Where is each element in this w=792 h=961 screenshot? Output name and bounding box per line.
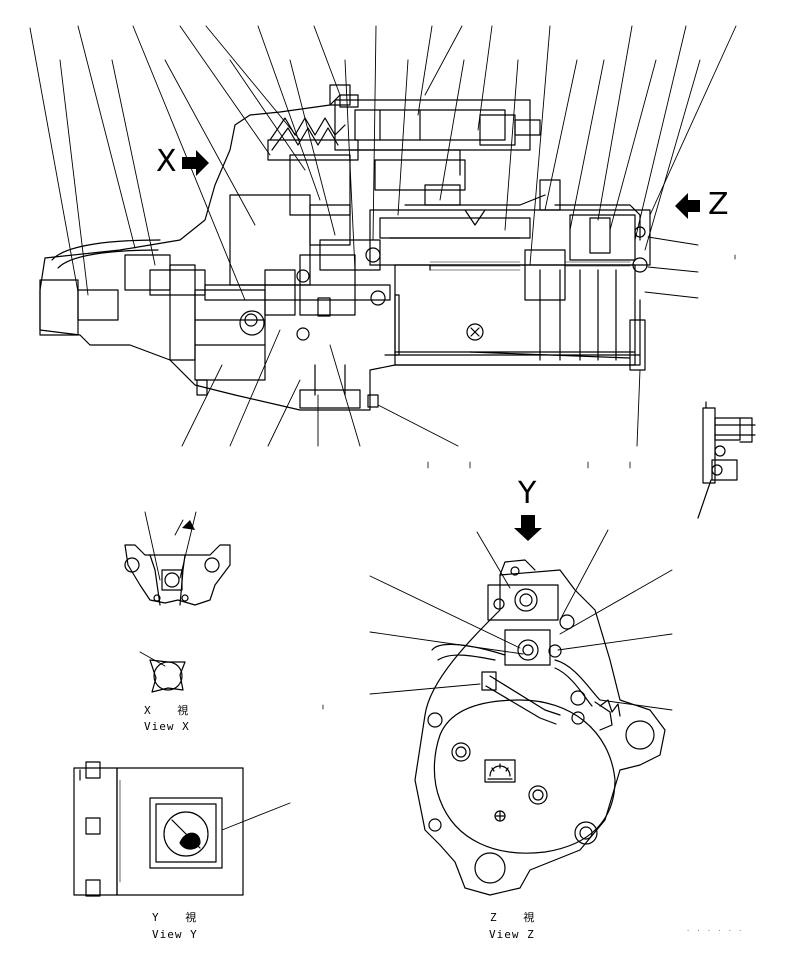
- view-z-caption-en: View Z: [489, 928, 535, 941]
- view-y-caption-en: View Y: [152, 928, 198, 941]
- view-z-caption-jp: Z 視: [490, 911, 545, 924]
- main-section-view: [39, 84, 651, 411]
- view-z-detail: [369, 529, 673, 896]
- tick-marks: [322, 254, 736, 710]
- terminal-detail: [697, 401, 756, 519]
- arrow-y: [514, 515, 542, 541]
- view-y-marker: Y: [518, 476, 537, 511]
- view-y-detail: [73, 761, 291, 897]
- leader-lines-bottom: [181, 329, 641, 447]
- view-x-bracket-detail: [124, 511, 231, 606]
- arrow-z: [675, 193, 700, 219]
- leader-lines-top: [29, 25, 737, 301]
- view-x-symbol: [139, 651, 186, 693]
- drawing-footer-code: · · · · · ·: [686, 927, 744, 935]
- view-x-caption-en: View X: [144, 720, 190, 733]
- leader-lines-right: [644, 236, 699, 299]
- arrow-x: [182, 150, 209, 176]
- view-x-caption-jp: X 視: [144, 704, 199, 717]
- view-z-marker: Z: [708, 187, 729, 222]
- view-y-caption-jp: Y 視: [152, 911, 207, 924]
- view-x-marker: X: [156, 144, 177, 179]
